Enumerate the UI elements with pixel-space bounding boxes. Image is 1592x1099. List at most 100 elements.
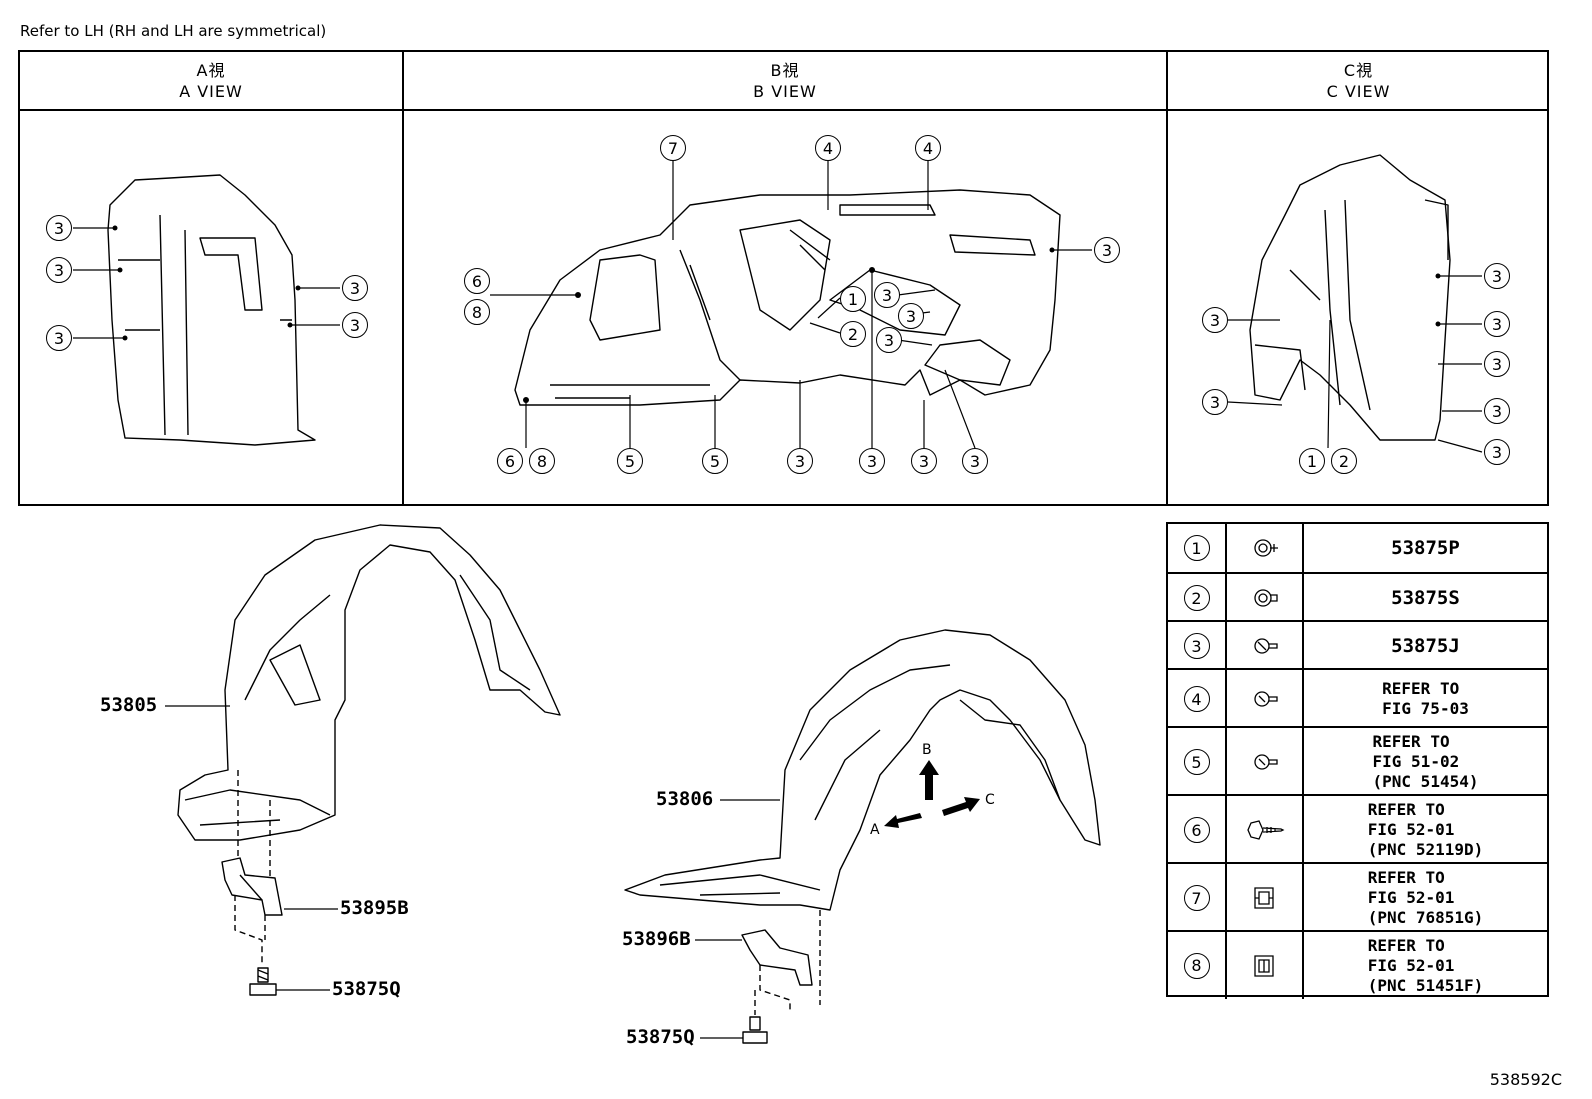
legend-text-3: 53875J: [1391, 635, 1460, 657]
part-label-53805: 53805: [100, 694, 158, 716]
screw-icon: [1246, 820, 1284, 840]
direction-label-a: A: [870, 822, 880, 838]
legend-row-1: 1 53875P: [1168, 524, 1547, 572]
clip-icon: [1253, 754, 1278, 770]
fastener-points: [112, 225, 1441, 403]
view-a-title-jp: A視: [196, 61, 226, 80]
clip-icon: [1253, 638, 1278, 654]
callout-b-3: 4: [915, 135, 941, 161]
callout-b-9: 3: [874, 282, 900, 308]
callout-b-17: 3: [859, 448, 885, 474]
callout-b-6: 3: [1094, 237, 1120, 263]
legend-text-7-3: (PNC 76851G): [1367, 908, 1484, 927]
leader-lines: [73, 160, 1483, 1039]
legend-num-7: 7: [1183, 885, 1210, 911]
drawing-number: 538592C: [1489, 1070, 1562, 1089]
view-a-title: A VIEW: [179, 82, 243, 101]
part-53805-drawing: [177, 524, 561, 841]
nut-clip-icon: [1253, 887, 1274, 909]
callout-b-11: 3: [876, 327, 902, 353]
callout-a-4: 3: [342, 275, 368, 301]
views-header-divider: [20, 109, 1547, 111]
bolt-53875Q-left-drawing: [249, 967, 277, 996]
view-b-title-jp: B視: [770, 61, 800, 80]
part-label-53895B: 53895B: [340, 897, 409, 919]
callout-c-5: 3: [1484, 351, 1510, 377]
view-c-header: C視 C VIEW: [1168, 52, 1549, 504]
direction-label-b: B: [922, 742, 932, 758]
legend-num-1: 1: [1183, 535, 1210, 561]
view-b-liner-drawing: [514, 189, 1061, 406]
part-53895B-drawing: [221, 857, 283, 916]
view-b-header: B視 B VIEW: [404, 52, 1166, 504]
callout-c-2: 3: [1202, 389, 1228, 415]
view-c-title-jp: C視: [1343, 61, 1374, 80]
part-label-53896B: 53896B: [622, 928, 691, 950]
direction-arrows: [884, 760, 980, 828]
part-53806-drawing: [624, 629, 1101, 911]
callout-c-7: 3: [1484, 439, 1510, 465]
callout-b-7: 1: [840, 286, 866, 312]
part-label-53875Q-right: 53875Q: [626, 1026, 695, 1048]
callout-c-8: 1: [1299, 448, 1325, 474]
callout-b-4: 6: [464, 268, 490, 294]
legend-text-7-1: REFER TO: [1367, 868, 1445, 887]
callout-b-16: 3: [787, 448, 813, 474]
legend-num-5: 5: [1183, 749, 1210, 775]
part-label-53875Q-left: 53875Q: [332, 978, 401, 1000]
legend-text-2: 53875S: [1391, 587, 1460, 609]
legend-text-4-1: REFER TO: [1382, 679, 1460, 698]
callout-b-19: 3: [962, 448, 988, 474]
legend-text-5-1: REFER TO: [1372, 732, 1450, 751]
callout-b-18: 3: [911, 448, 937, 474]
views-table: A視 A VIEW B視 B VIEW C視 C VIEW: [18, 50, 1549, 506]
callout-c-6: 3: [1484, 398, 1510, 424]
callout-c-9: 2: [1331, 448, 1357, 474]
view-b-title: B VIEW: [753, 82, 817, 101]
legend-num-3: 3: [1183, 633, 1210, 659]
legend-row-2: 2 53875S: [1168, 572, 1547, 622]
callout-a-5: 3: [342, 312, 368, 338]
legend-text-7-2: FIG 52-01: [1367, 888, 1455, 907]
part-53896B-drawing: [741, 929, 813, 986]
callout-a-3: 3: [46, 325, 72, 351]
legend-text-6-1: REFER TO: [1367, 800, 1445, 819]
clip-icon: [1253, 539, 1278, 557]
arrow-b-icon: [919, 760, 939, 800]
callout-b-10: 3: [898, 303, 924, 329]
callout-b-2: 4: [815, 135, 841, 161]
legend-text-8-3: (PNC 51451F): [1367, 975, 1484, 995]
arrow-a-icon: [884, 813, 922, 828]
view-c-title: C VIEW: [1326, 82, 1391, 101]
legend-text-5-3: (PNC 51454): [1372, 772, 1479, 791]
callout-b-8: 2: [840, 321, 866, 347]
legend-row-3: 3 53875J: [1168, 620, 1547, 670]
symmetry-note: Refer to LH (RH and LH are symmetrical): [20, 22, 327, 40]
legend-num-8: 8: [1183, 952, 1210, 979]
callout-a-1: 3: [46, 215, 72, 241]
views-divider-ab: [402, 52, 404, 504]
views-divider-bc: [1166, 52, 1168, 504]
callout-c-3: 3: [1484, 263, 1510, 289]
legend-text-1: 53875P: [1391, 537, 1460, 559]
callout-c-1: 3: [1202, 307, 1228, 333]
view-a-liner-drawing: [107, 174, 316, 446]
arrow-c-icon: [942, 797, 980, 816]
callout-c-4: 3: [1484, 311, 1510, 337]
callout-b-5: 8: [464, 299, 490, 325]
bolt-53875Q-right-drawing: [742, 1016, 768, 1044]
legend-text-5-2: FIG 51-02: [1372, 752, 1460, 771]
callout-b-13: 8: [529, 448, 555, 474]
callout-b-1: 7: [660, 135, 686, 161]
legend-num-6: 6: [1183, 817, 1210, 843]
callout-b-15: 5: [702, 448, 728, 474]
view-a-header: A視 A VIEW: [20, 52, 402, 504]
legend-text-8-1: REFER TO: [1367, 935, 1445, 955]
